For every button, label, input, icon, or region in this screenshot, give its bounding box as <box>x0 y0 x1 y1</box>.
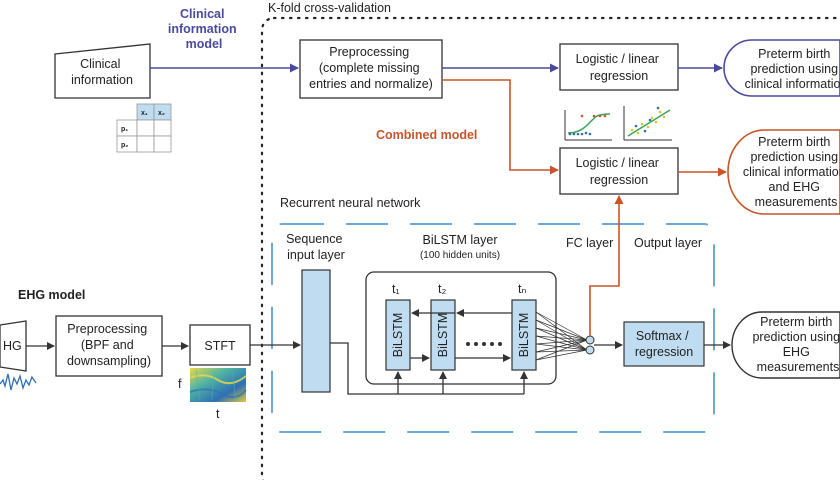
input-bus <box>330 342 524 395</box>
clinical-information-input <box>54 43 151 99</box>
bilstm-subtitle: (100 hidden units) <box>420 250 500 261</box>
clinical-data-table: x₁ x₂ p₁ p₂ <box>116 103 172 153</box>
bilstm-cell-1 <box>385 299 411 371</box>
softmax-regression-text: Softmax / regression <box>635 329 693 359</box>
combined-logreg-text: Logistic / linear regression <box>576 156 663 187</box>
svg-text:p₂: p₂ <box>121 142 128 149</box>
ehg-input <box>0 320 27 372</box>
bilstm-cell-2 <box>430 299 456 371</box>
time-step-t1: t₁ <box>392 282 400 296</box>
spectrogram-image <box>189 368 247 402</box>
bilstm-cell-1-label: BiLSTM <box>391 313 405 357</box>
kfold-title: K-fold cross-validation <box>268 1 391 15</box>
fc-node-2 <box>585 345 595 355</box>
ehg-input-text: HG <box>3 339 22 353</box>
combined-model-label: Combined model <box>376 128 477 142</box>
svg-text:x₁: x₁ <box>141 110 148 117</box>
clinical-output-text: Preterm birth prediction using clinical … <box>745 47 840 91</box>
clinical-model-label: Clinical information model <box>168 7 240 51</box>
clinical-preprocessing-box <box>299 39 443 99</box>
softmax-regression-box <box>623 321 705 367</box>
kfold-frame <box>260 16 840 480</box>
fc-connections <box>535 311 588 361</box>
time-step-t2: t₂ <box>438 282 446 296</box>
rnn-frame <box>271 223 715 433</box>
ehg-model-label: EHG model <box>18 288 85 302</box>
ehg-output-node <box>731 311 840 379</box>
clinical-preprocessing-text: Preprocessing (complete missing entries … <box>309 45 433 91</box>
preproc-to-combined-arrow <box>442 79 559 175</box>
fc-node-1 <box>585 335 595 345</box>
clinical-logreg-text: Logistic / linear regression <box>576 52 663 83</box>
fc-to-combined-arrow <box>589 195 624 336</box>
rnn-title: Recurrent neural network <box>280 196 421 210</box>
clinical-information-text: Clinical information <box>71 57 133 87</box>
stft-box <box>189 324 251 366</box>
logistic-curve-icon <box>564 110 612 141</box>
spectrogram-f-axis: f <box>178 377 182 391</box>
spectrogram-t-axis: t <box>216 407 220 421</box>
bilstm-title: BiLSTM layer <box>422 233 497 247</box>
fc-layer-label: FC layer <box>566 236 613 250</box>
combined-logreg-box <box>559 147 679 195</box>
ellipsis-dots <box>466 342 502 346</box>
clinical-output-node <box>723 39 840 97</box>
combined-output-text: Preterm birth prediction using clinical … <box>743 135 840 209</box>
stft-text: STFT <box>204 339 236 353</box>
clinical-logreg-box <box>559 43 679 91</box>
ehg-preprocessing-text: Preprocessing (BPF and downsampling) <box>67 322 151 368</box>
sequence-input-label: Sequence input layer <box>286 232 346 262</box>
sequence-input-layer <box>301 269 331 393</box>
combined-output-node <box>727 129 840 215</box>
bilstm-cell-2-label: BiLSTM <box>436 313 450 357</box>
bilstm-cell-n <box>511 299 537 371</box>
svg-text:x₂: x₂ <box>158 110 165 117</box>
ehg-signal-icon <box>0 373 37 391</box>
svg-text:p₁: p₁ <box>121 126 128 133</box>
bilstm-cell-n-label: BiLSTM <box>517 313 531 357</box>
output-layer-label: Output layer <box>634 236 702 250</box>
linear-fit-icon <box>623 106 672 141</box>
ehg-output-text: Preterm birth prediction using EHG measu… <box>752 315 840 374</box>
time-step-tN: tₙ <box>518 282 526 296</box>
